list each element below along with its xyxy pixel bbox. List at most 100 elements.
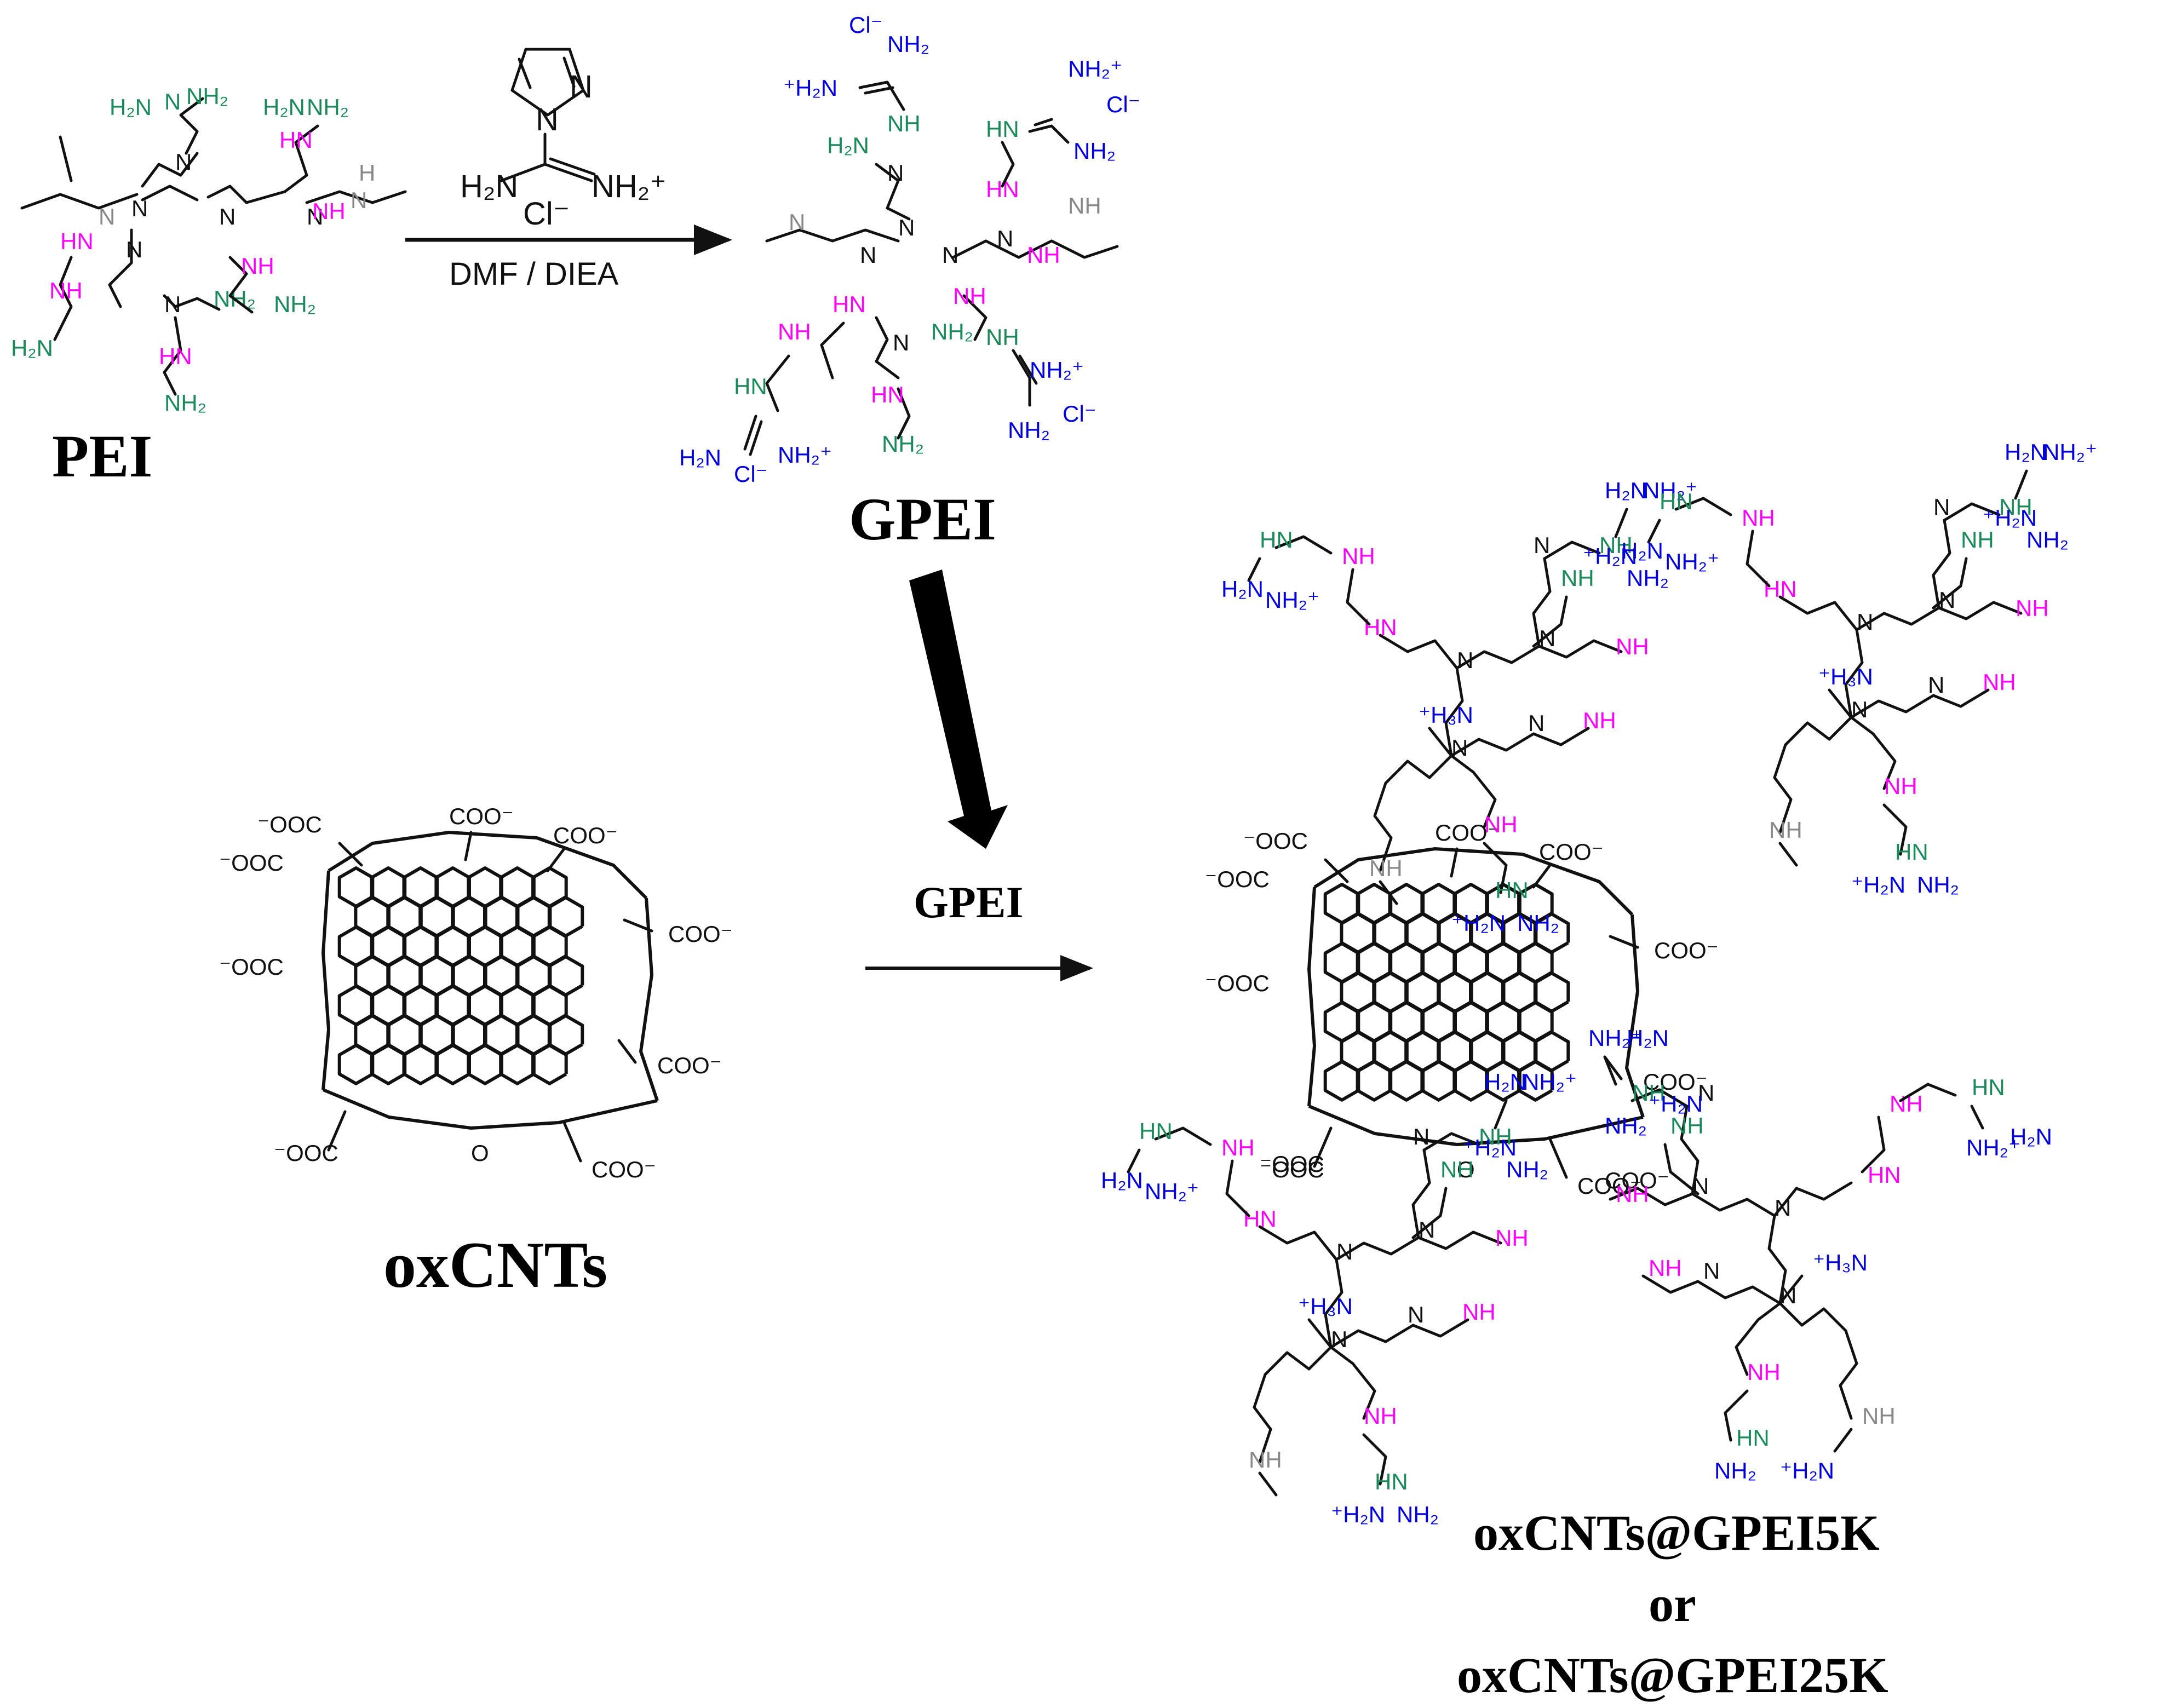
bond xyxy=(1680,1105,1700,1195)
product-label-5k: oxCNTs@GPEI5K xyxy=(1473,1505,1880,1561)
atom-label: NH₂ xyxy=(307,94,349,120)
atom-label: NH₂⁺ xyxy=(1643,478,1697,503)
atom-label: NH xyxy=(986,324,1019,350)
atom-label: ⁺H₃N xyxy=(1419,702,1473,728)
atom-label: NH₂ xyxy=(1506,1157,1548,1182)
atom-label: NH₂⁺ xyxy=(1665,549,1719,574)
atom-label: COO⁻ xyxy=(668,921,733,947)
bond xyxy=(1724,1389,1749,1442)
atom-label: HN xyxy=(1243,1206,1277,1232)
atom-label: NH xyxy=(1884,773,1917,799)
atom-label: ⁻OOC xyxy=(1260,1157,1324,1182)
bond xyxy=(1647,519,1661,544)
bond xyxy=(743,415,757,451)
atom-label: Cl⁻ xyxy=(849,12,883,38)
cnt-rim-top xyxy=(1313,847,1634,916)
bond xyxy=(1778,1274,1804,1305)
bond xyxy=(1630,1088,1689,1108)
cnt-hexagon xyxy=(1388,1060,1425,1102)
atom-label: N xyxy=(860,242,876,268)
bond xyxy=(2014,469,2028,500)
atom-label: NH₂⁺ xyxy=(1030,357,1084,383)
bond xyxy=(1773,1181,1853,1217)
bond xyxy=(1428,727,1453,757)
atom-label: N xyxy=(570,69,593,105)
atom-label: H₂N xyxy=(1605,478,1647,503)
carboxylate-bond xyxy=(464,831,473,861)
atom-label: H xyxy=(359,160,375,186)
atom-label: NH xyxy=(953,283,986,309)
atom-label: ⁻OOC xyxy=(1260,1151,1324,1177)
atom-label: Cl⁻ xyxy=(1106,91,1140,117)
atom-label: NH xyxy=(778,319,811,344)
bond xyxy=(1691,1192,1776,1217)
bond xyxy=(1127,1148,1141,1174)
reagent-iminium: NH₂⁺ xyxy=(592,169,667,204)
atom-label: N xyxy=(1703,1258,1720,1284)
reaction-conditions: DMF / DIEA xyxy=(449,256,619,292)
atom-label: HN xyxy=(871,382,904,407)
atom-label: NH xyxy=(1484,812,1518,837)
atom-label: ⁺H₃N xyxy=(1813,1250,1868,1275)
atom-label: NH₂⁺ xyxy=(1966,1135,2020,1160)
bond xyxy=(1258,1471,1278,1497)
bond xyxy=(1329,1324,1415,1349)
carboxylate-bond xyxy=(338,842,363,867)
atom-label: HN xyxy=(734,373,767,399)
atom-label: COO⁻ xyxy=(1643,1069,1708,1095)
cnt-hexagon xyxy=(531,1043,568,1085)
atom-label: NH₂ xyxy=(1397,1502,1439,1527)
bond xyxy=(1324,1258,1344,1349)
atom-label: NH xyxy=(1249,1447,1282,1473)
bond xyxy=(1532,727,1590,746)
atom-label: HN xyxy=(1495,877,1529,903)
atom-label: ⁺H₂N xyxy=(1983,505,2037,531)
bond xyxy=(1455,645,1541,670)
atom-label: N xyxy=(1933,494,1950,520)
atom-label: NH₂⁺ xyxy=(778,442,832,468)
bond xyxy=(1532,595,1568,648)
atom-label: H₂N xyxy=(1221,576,1264,602)
atom-label: Cl⁻ xyxy=(1063,401,1096,427)
bond xyxy=(1225,1159,1250,1217)
carboxylate-bond xyxy=(546,847,566,872)
atom-label: NH₂ xyxy=(1714,1458,1756,1483)
atom-label: COO⁻ xyxy=(1539,839,1604,865)
atom-label: ⁻OOC xyxy=(1243,828,1308,854)
atom-label: N xyxy=(175,149,192,175)
carboxylate-bond xyxy=(1450,847,1459,878)
carboxylate-bond xyxy=(617,1039,637,1064)
bond xyxy=(1828,688,1853,719)
bond xyxy=(1784,716,1875,746)
cnt-side-right xyxy=(639,898,659,1101)
atom-label: NH xyxy=(1616,634,1649,659)
bond xyxy=(1932,557,1968,609)
atom-label: NH₂⁺ xyxy=(1265,587,1319,613)
atom-label: NH xyxy=(2016,595,2049,621)
atom-label: N xyxy=(131,195,148,221)
bond xyxy=(179,97,204,155)
atom-label: N xyxy=(126,237,142,262)
cnt-rim-bottom xyxy=(322,1088,658,1130)
atom-label: NH₂ xyxy=(882,431,924,457)
bond xyxy=(206,185,286,204)
bond xyxy=(1379,634,1459,670)
atom-label: N xyxy=(1528,710,1545,736)
bond xyxy=(1943,502,2001,522)
atom-label: NH₂ xyxy=(274,291,316,317)
atom-label: NH xyxy=(1862,1403,1896,1429)
atom-label: N xyxy=(1408,1302,1424,1327)
gpei-structure: Cl⁻NH₂⁺H₂NNHH₂NNNNNNNNHNHHNHNNH₂⁺Cl⁻NH₂H… xyxy=(679,12,1140,487)
atom-label: HN xyxy=(1972,1074,2005,1100)
bond xyxy=(1543,540,1601,560)
atom-label: NH xyxy=(1583,708,1616,733)
bond xyxy=(1253,1373,1272,1464)
bond xyxy=(1674,497,1732,516)
carboxylate-bond xyxy=(1532,864,1552,889)
atom-label: COO⁻ xyxy=(1435,820,1500,846)
bond xyxy=(1861,1115,1886,1174)
cnt-hexagon xyxy=(434,1043,471,1085)
atom-label: NH xyxy=(1364,1403,1397,1429)
bond xyxy=(1034,118,1053,126)
